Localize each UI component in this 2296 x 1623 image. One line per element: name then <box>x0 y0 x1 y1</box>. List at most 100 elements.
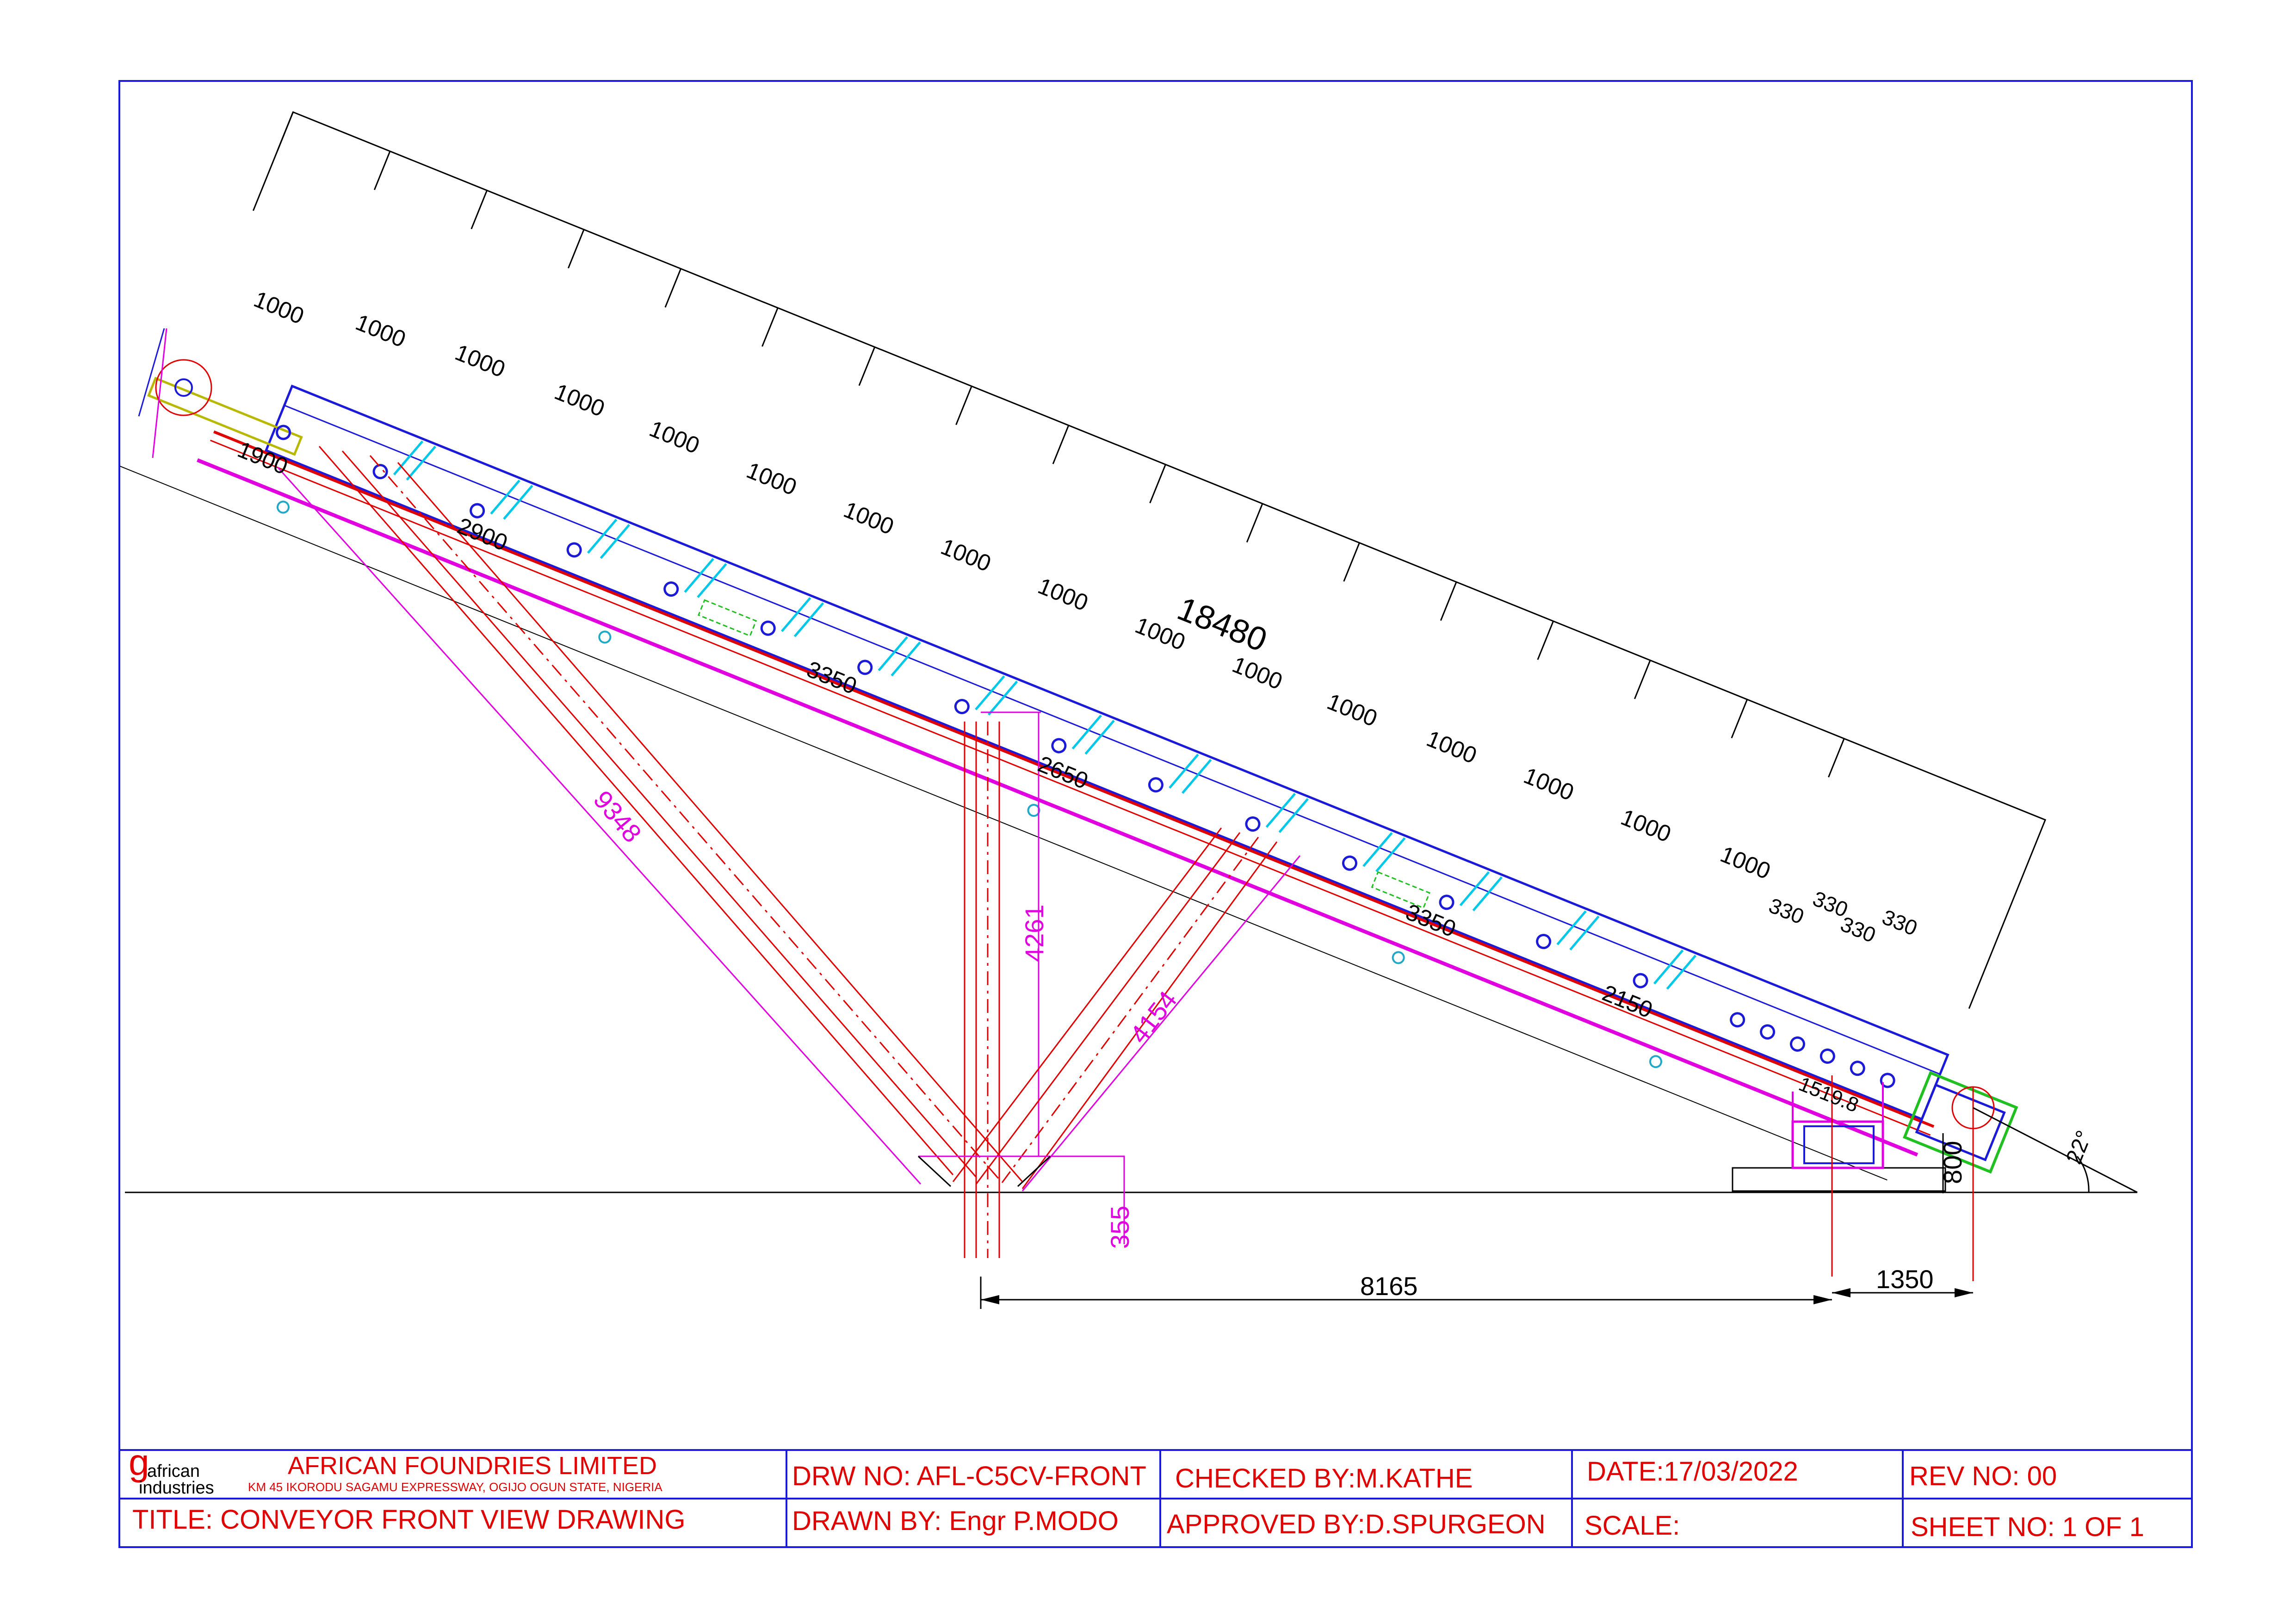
conveyor-structure <box>120 111 2046 1181</box>
idler-roller-icon <box>760 620 776 636</box>
idler-post <box>1071 714 1102 750</box>
support-span-label: 2650 <box>1034 751 1092 794</box>
idler-roller-icon <box>1051 738 1067 753</box>
idler-post <box>1472 876 1503 912</box>
overall-length-label: 18480 <box>1172 590 1272 659</box>
idler-post <box>1666 955 1697 990</box>
idler-post <box>1459 871 1490 907</box>
idler-roller-icon <box>566 542 582 558</box>
spacing-tick <box>664 268 682 308</box>
company-address: KM 45 IKORODU SAGAMU EXPRESSWAY, OGIJO O… <box>248 1480 662 1494</box>
drive-base <box>1732 1167 1946 1192</box>
idler-roller-icon <box>1760 1024 1776 1040</box>
spacing-tick <box>955 386 972 425</box>
front-support-leg <box>952 827 1301 1191</box>
idler-spacing-label: 1000 <box>1717 841 1774 884</box>
base-distance-label: 8165 <box>1360 1271 1418 1301</box>
tail-pulley-icon <box>155 359 212 416</box>
drive-support <box>1732 1075 1974 1281</box>
skirt-board-2 <box>1371 871 1430 909</box>
support-span-label: 2150 <box>1599 980 1656 1023</box>
idler-spacing-label: 1000 <box>937 533 995 577</box>
idler-post <box>684 558 714 593</box>
idler-roller-icon <box>1342 855 1358 871</box>
idler-spacing-label: 1000 <box>840 496 897 540</box>
idler-post <box>1556 910 1587 945</box>
approved-by: APPROVED BY:D.SPURGEON <box>1167 1509 1546 1539</box>
spacing-tick <box>277 111 294 151</box>
drawn-by: DRAWN BY: Engr P.MODO <box>792 1506 1119 1536</box>
idler-post <box>1265 793 1296 828</box>
idler-spacing-labels: 1000100010001000100010001000100010001000… <box>250 286 1774 884</box>
idler-spacing-label: 1000 <box>1520 762 1578 806</box>
spacing-tick <box>1537 621 1554 660</box>
spacing-tick <box>373 151 391 191</box>
idler-post <box>503 485 533 520</box>
idler-roller-icon <box>1439 895 1454 910</box>
title-block-grid <box>119 1449 2192 1547</box>
spacing-tick <box>1343 543 1360 582</box>
idler-post <box>1084 720 1115 755</box>
idler-post <box>1278 798 1309 833</box>
idler-post <box>1169 753 1199 789</box>
logo-word-african: african <box>147 1462 200 1481</box>
tail-centerline <box>152 328 167 458</box>
drawing-number: DRW NO: AFL-C5CV-FRONT <box>792 1461 1146 1491</box>
idler-post <box>1182 759 1212 794</box>
idler-roller-icon <box>857 660 873 675</box>
idler-post <box>1653 949 1684 985</box>
idler-spacing-label: 1000 <box>1324 688 1381 732</box>
spacing-tick <box>1828 738 1845 778</box>
idler-post <box>490 480 520 515</box>
idler-roller-icon <box>1819 1048 1835 1064</box>
drawing-title: TITLE: CONVEYOR FRONT VIEW DRAWING <box>132 1505 686 1535</box>
support-reference-line <box>120 466 1888 1181</box>
support-span-label: 3350 <box>803 656 860 699</box>
drive-frame <box>1791 1120 1884 1169</box>
idler-post <box>878 636 908 672</box>
return-roller-icon <box>598 630 612 644</box>
company-name: AFRICAN FOUNDRIES LIMITED <box>288 1452 657 1480</box>
spacing-tick <box>1634 660 1651 699</box>
angle-indicator <box>1973 1107 2138 1193</box>
base-dimensions <box>980 1277 1973 1309</box>
idler-roller-icon <box>1536 933 1552 949</box>
idler-roller-icon <box>1880 1073 1895 1088</box>
idler-spacing-label: 1000 <box>743 457 800 500</box>
return-roller-icon <box>276 500 290 514</box>
spacing-tick <box>568 229 585 269</box>
drive-offset-label: 1350 <box>1876 1265 1934 1294</box>
company-logo-icon: g <box>129 1442 149 1483</box>
revision-number: REV NO: 00 <box>1909 1461 2057 1491</box>
spacing-tick <box>761 308 779 347</box>
vertical-leg-label: 4261 <box>1020 904 1049 962</box>
idler-roller-icon <box>1245 816 1261 832</box>
idler-post <box>406 445 437 481</box>
spacing-tick <box>1731 699 1748 739</box>
checked-by: CHECKED BY:M.KATHE <box>1175 1463 1473 1493</box>
rear-support-leg <box>277 446 1023 1185</box>
drawing-scale: SCALE: <box>1584 1511 1680 1541</box>
tail-end-line <box>138 328 165 417</box>
return-roller-icon <box>1392 951 1405 964</box>
spacing-tick <box>1052 425 1070 464</box>
idler-roller-icon <box>372 464 388 480</box>
idler-roller-icon <box>470 503 485 518</box>
idler-post <box>975 675 1005 710</box>
idler-spacing-label: 1000 <box>1617 804 1675 847</box>
sheet-number: SHEET NO: 1 OF 1 <box>1911 1512 2144 1542</box>
tail-pulley-shaft-icon <box>174 378 193 397</box>
logo-word-industries: industries <box>139 1478 214 1498</box>
idler-post <box>587 518 618 554</box>
idler-post <box>393 440 424 475</box>
tail-spacing-label: 330 <box>1879 905 1921 940</box>
idler-group <box>393 440 1697 990</box>
idler-roller-icon <box>663 581 679 597</box>
drive-motor-icon <box>1803 1125 1875 1164</box>
idler-roller-icon <box>954 699 970 715</box>
spacing-tick <box>1246 503 1263 543</box>
idler-post <box>781 597 811 632</box>
roller-group <box>276 425 1895 1088</box>
idler-spacing-label: 1000 <box>646 415 703 459</box>
